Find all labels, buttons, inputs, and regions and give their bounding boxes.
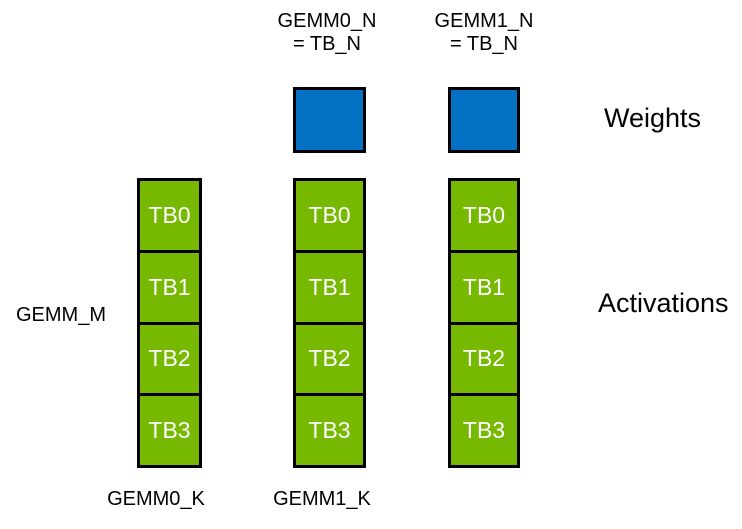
tb-block-label: TB1 <box>148 273 191 300</box>
tb-block: TB0 <box>448 178 520 253</box>
tb-block-label: TB2 <box>308 345 351 372</box>
label-activations: Activations <box>598 288 729 318</box>
label-gemm1-n: GEMM1_N = TB_N <box>432 10 536 56</box>
weight-block-gemm0 <box>293 87 366 153</box>
activation-column-2: TB0 TB1 TB2 TB3 <box>448 178 520 468</box>
tb-block: TB1 <box>137 249 202 325</box>
tb-block: TB3 <box>137 393 202 468</box>
tb-block-label: TB0 <box>462 201 506 228</box>
activation-column-1: TB0 TB1 TB2 TB3 <box>293 178 366 468</box>
tb-block: TB2 <box>448 321 520 397</box>
tb-block-label: TB3 <box>462 417 506 444</box>
label-gemm1-n-line2: = TB_N <box>450 33 518 55</box>
tb-block-label: TB3 <box>148 417 191 444</box>
tb-block: TB3 <box>293 393 366 468</box>
tb-block-label: TB3 <box>308 417 351 444</box>
tb-block: TB2 <box>137 321 202 397</box>
label-gemm-m: GEMM_M <box>16 304 106 326</box>
label-gemm0-n-line2: = TB_N <box>293 33 361 55</box>
tb-block: TB0 <box>293 178 366 253</box>
tb-block: TB1 <box>293 249 366 325</box>
label-gemm0-n: GEMM0_N = TB_N <box>275 10 379 56</box>
label-gemm1-n-line1: GEMM1_N <box>434 10 534 32</box>
tb-block-label: TB0 <box>148 201 191 228</box>
tb-block-label: TB0 <box>308 201 351 228</box>
tb-block-label: TB2 <box>148 345 191 372</box>
activation-column-0: TB0 TB1 TB2 TB3 <box>137 178 202 468</box>
label-gemm1-k: GEMM1_K <box>273 488 371 510</box>
tb-block: TB3 <box>448 393 520 468</box>
tb-block-label: TB1 <box>308 273 351 300</box>
tb-block-label: TB1 <box>462 273 506 300</box>
weight-block-gemm1 <box>448 87 520 153</box>
label-gemm0-k: GEMM0_K <box>107 488 205 510</box>
label-weights: Weights <box>604 103 702 133</box>
tb-block: TB2 <box>293 321 366 397</box>
tb-block-label: TB2 <box>462 345 506 372</box>
tb-block: TB0 <box>137 178 202 253</box>
label-gemm0-n-line1: GEMM0_N <box>277 10 377 32</box>
tb-block: TB1 <box>448 249 520 325</box>
